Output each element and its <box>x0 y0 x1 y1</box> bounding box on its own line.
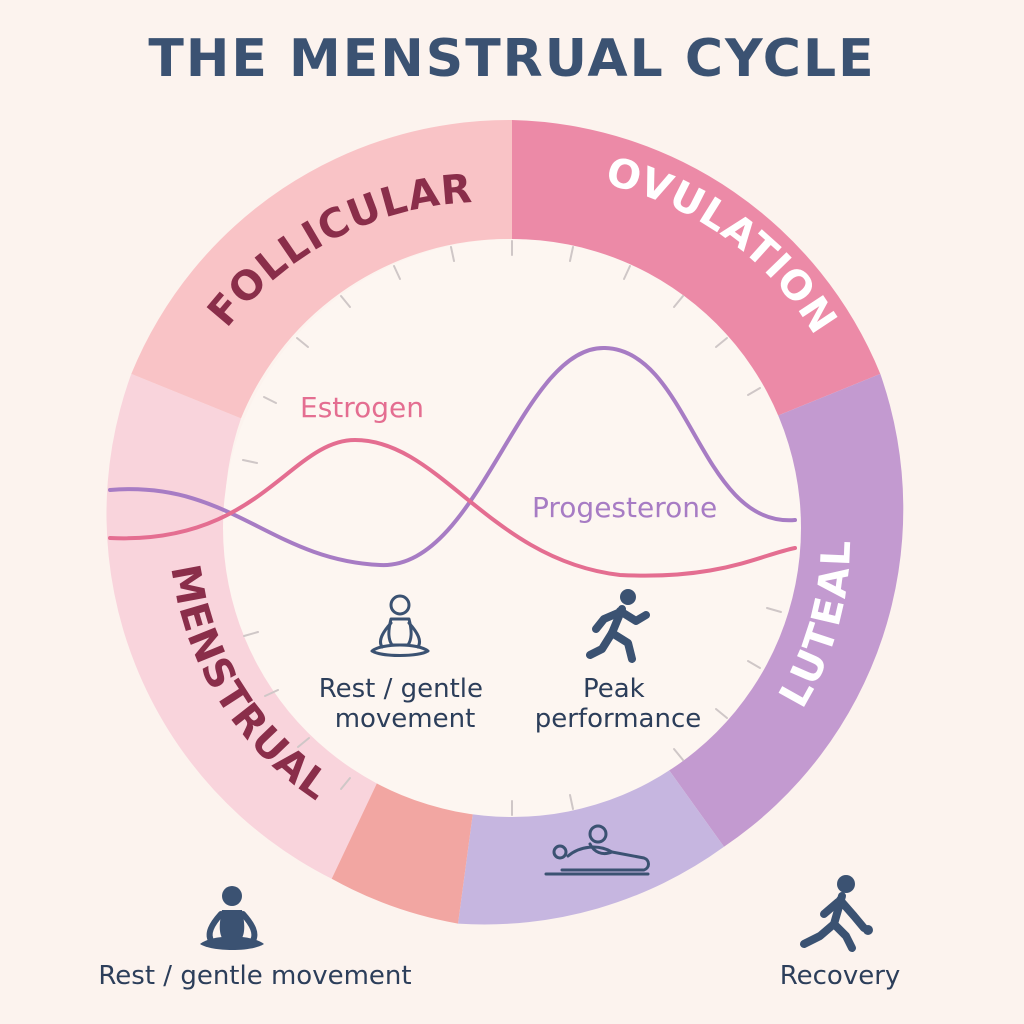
inner-right-activity-line1: Peak <box>583 674 645 704</box>
segment-ovulation <box>512 120 881 419</box>
bottom-right-activity: Recovery <box>780 961 901 991</box>
ball-player-icon <box>800 875 873 952</box>
meditation-icon-bottom <box>200 886 264 950</box>
inner-right-activity: Peak performance <box>535 674 702 734</box>
progesterone-label: Progesterone <box>532 491 717 524</box>
tick-marks <box>242 240 782 816</box>
inner-left-activity-line2: movement <box>335 704 476 734</box>
estrogen-curve <box>108 437 797 578</box>
segment-salmon <box>331 771 475 924</box>
progesterone-curve <box>108 345 797 568</box>
meditation-icon <box>370 594 430 657</box>
runner-icon <box>586 589 650 663</box>
page-title: THE MENSTRUAL CYCLE <box>148 29 875 89</box>
massage-icon <box>544 824 650 876</box>
cycle-ring <box>106 119 904 925</box>
ring-inner-disc <box>223 239 801 817</box>
inner-right-activity-line2: performance <box>535 704 702 734</box>
segment-follicular <box>131 119 513 419</box>
estrogen-label: Estrogen <box>300 391 424 424</box>
inner-left-activity-line1: Rest / gentle <box>319 674 483 704</box>
bottom-left-activity: Rest / gentle movement <box>98 961 411 991</box>
inner-left-activity: Rest / gentle movement <box>319 674 492 734</box>
